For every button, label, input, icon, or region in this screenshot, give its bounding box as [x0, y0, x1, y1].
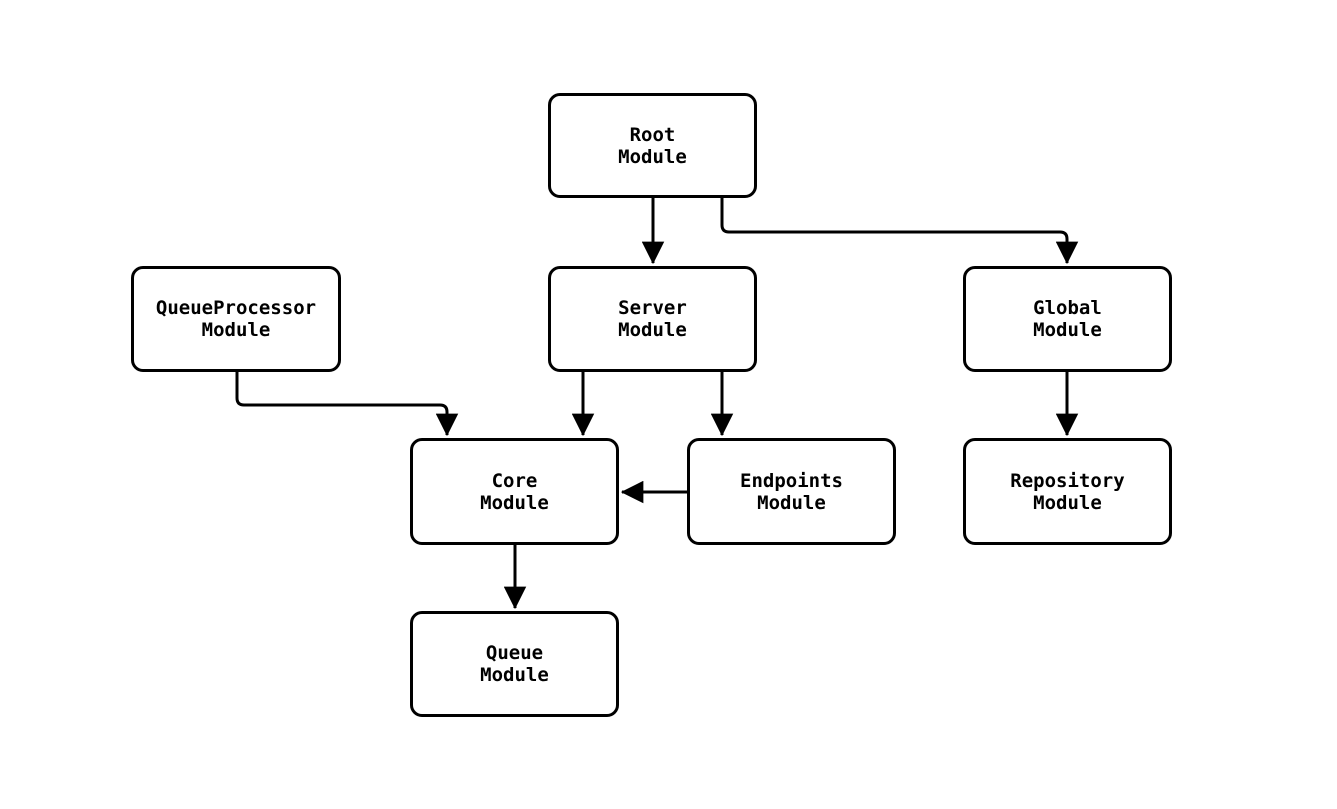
node-label: Queue Module [480, 642, 549, 686]
node-label-line: Server [618, 297, 687, 319]
node-label: Global Module [1033, 297, 1102, 341]
node-label-line: QueueProcessor [155, 297, 317, 319]
node-label-line: Module [480, 491, 549, 514]
edge-queueprocessor-to-core [235, 372, 459, 437]
node-label: Root Module [618, 124, 687, 168]
node-queueprocessor-module: QueueProcessor Module [131, 266, 341, 372]
node-label-line: Module [201, 319, 271, 341]
node-label: Endpoints Module [740, 470, 843, 514]
node-label: Repository Module [1010, 470, 1124, 514]
node-label-line: Queue [485, 642, 544, 664]
node-label-line: Module [618, 145, 687, 168]
node-label-line: Module [757, 491, 826, 514]
node-label-line: Module [618, 319, 687, 341]
node-label: Core Module [480, 470, 549, 514]
node-label-line: Core [491, 469, 538, 492]
node-label-line: Module [1033, 491, 1102, 514]
node-label-line: Repository [1010, 469, 1125, 492]
node-label-line: Module [480, 664, 549, 686]
node-queue-module: Queue Module [410, 611, 619, 717]
node-global-module: Global Module [963, 266, 1172, 372]
node-endpoints-module: Endpoints Module [687, 438, 896, 545]
node-repository-module: Repository Module [963, 438, 1172, 545]
node-server-module: Server Module [548, 266, 757, 372]
node-label-line: Global [1033, 297, 1102, 319]
node-root-module: Root Module [548, 93, 757, 198]
node-label-line: Module [1033, 319, 1102, 341]
node-label-line: Root [629, 123, 676, 146]
node-core-module: Core Module [410, 438, 619, 545]
node-label-line: Endpoints [740, 469, 843, 492]
node-label: Server Module [618, 297, 687, 341]
edge-root-to-global [720, 198, 1079, 265]
node-label: QueueProcessor Module [156, 297, 316, 341]
